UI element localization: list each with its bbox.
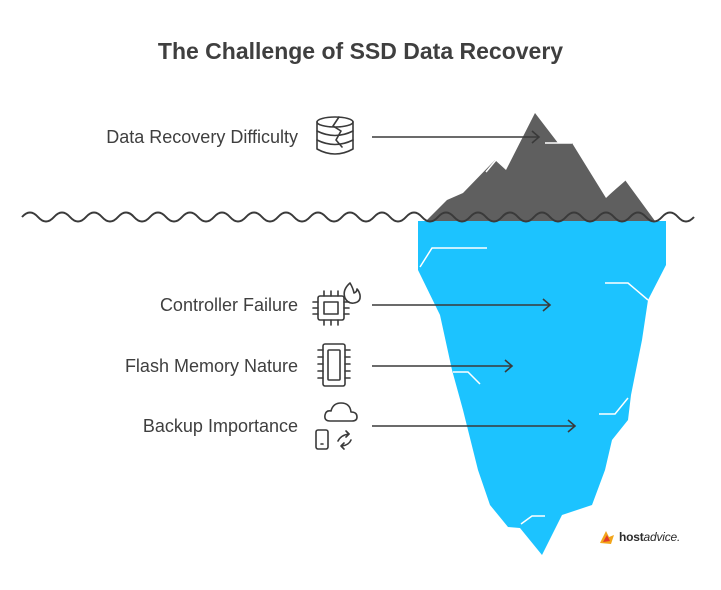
label-data-recovery-difficulty: Data Recovery Difficulty [106,127,298,147]
arrow-controller-failure [372,298,552,312]
logo-mark-icon [600,531,614,544]
ice-highlights [419,247,649,525]
iceberg-tip [426,113,655,221]
diagram-title: The Challenge of SSD Data Recovery [157,38,564,64]
label-controller-failure: Controller Failure [159,295,298,315]
chip-fire-icon [312,282,361,326]
arrow-data-recovery-difficulty [372,130,541,144]
arrow-backup-importance [372,419,577,433]
iceberg-underwater [418,221,666,555]
hostadvice-logo[interactable]: hostadvice. [598,528,680,546]
arrows [372,130,577,433]
memory-chip-icon [317,343,351,387]
arrow-flash-memory-nature [372,359,514,373]
water-line [21,211,695,223]
phone-cloud-sync-icon [315,402,358,450]
cracked-database-icon [316,116,354,155]
tip-highlights [485,142,626,194]
label-backup-importance: Backup Importance [142,416,298,436]
label-flash-memory-nature: Flash Memory Nature [124,356,298,376]
logo-text: hostadvice. [619,530,681,544]
